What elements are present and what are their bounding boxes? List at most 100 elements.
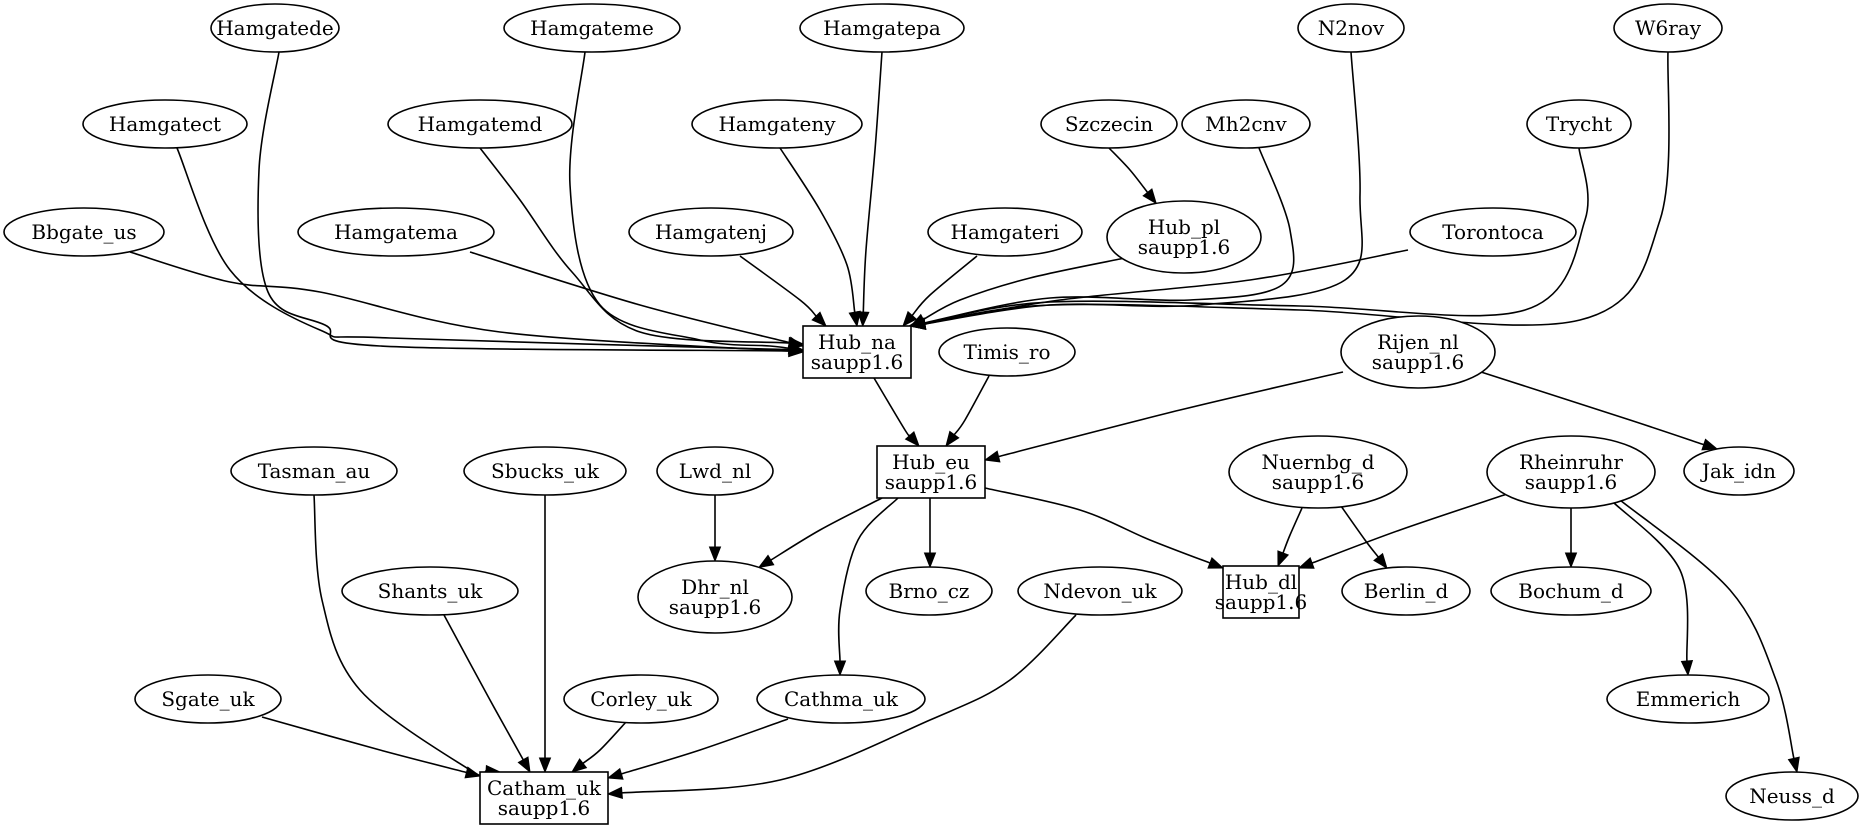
edge-hub_na-to-hub_eu — [873, 377, 920, 448]
edge-hamgatenj-to-hub_na — [739, 255, 827, 327]
node-ellipse — [691, 99, 863, 149]
node-ellipse — [1017, 566, 1183, 616]
node-hamgatema: Hamgatema — [297, 207, 495, 257]
edge-hamgatede-to-hub_na — [257, 51, 805, 358]
node-ellipse — [3, 207, 165, 257]
edge-line — [1619, 499, 1795, 759]
edge-line — [837, 497, 899, 662]
node-label: Ndevon_uk — [1043, 579, 1157, 603]
node-label: Berlin_d — [1364, 579, 1449, 603]
node-ellipse — [1526, 99, 1632, 149]
arrowhead-icon — [904, 430, 920, 448]
node-label: Hub_eu — [892, 450, 970, 474]
node-ellipse — [1490, 566, 1652, 616]
node-label: Dhr_nl — [681, 575, 749, 599]
node-hamgatect: Hamgatect — [82, 99, 248, 149]
edge-szczecin-to-hub_pl — [1108, 147, 1158, 205]
node-label: Emmerich — [1636, 687, 1741, 711]
node-trycht: Trycht — [1526, 99, 1632, 149]
edge-line — [953, 375, 990, 436]
node-label: Trycht — [1546, 112, 1612, 136]
node-hamgatemd: Hamgatemd — [387, 99, 573, 149]
node-ellipse — [1606, 674, 1770, 724]
edge-line — [1480, 371, 1704, 446]
node-label: saupp1.6 — [1215, 590, 1307, 614]
node-label: Hamgateme — [530, 16, 654, 40]
node-label: Bochum_d — [1518, 579, 1624, 603]
node-box — [479, 771, 609, 825]
node-ellipse — [503, 3, 681, 53]
edge-line — [479, 147, 790, 344]
node-label: Brno_cz — [889, 579, 970, 603]
node-box — [1222, 565, 1300, 619]
node-corley_uk: Corley_uk — [563, 674, 719, 724]
arrowhead-icon — [923, 552, 937, 569]
edge-w6ray-to-hub_na — [909, 51, 1670, 330]
arrowhead-icon — [1564, 552, 1578, 569]
node-ellipse — [656, 446, 774, 496]
node-ellipse — [82, 99, 248, 149]
node-hamgatenj: Hamgatenj — [628, 207, 794, 257]
edge-hamgatema-to-hub_na — [469, 251, 805, 349]
edge-rheinruhr-to-bochum_d — [1564, 507, 1578, 569]
arrowhead-icon — [708, 546, 722, 563]
node-label: Hamgatenj — [655, 220, 767, 244]
node-sgate_uk: Sgate_uk — [134, 674, 282, 724]
arrowhead-icon — [606, 767, 624, 780]
edge-lwd_nl-to-dhr_nl — [708, 495, 722, 563]
edge-line — [1282, 507, 1303, 554]
node-ellipse — [1181, 99, 1311, 149]
arrowhead-icon — [945, 430, 960, 448]
node-label: Hub_na — [818, 330, 896, 354]
edge-timis_ro-to-hub_eu — [945, 375, 990, 448]
node-box — [802, 325, 912, 379]
node-label: Tasman_au — [258, 459, 371, 483]
node-label: Hamgatepa — [823, 16, 941, 40]
node-label: W6ray — [1635, 16, 1702, 40]
edge-line — [568, 51, 790, 350]
node-ellipse — [1340, 315, 1496, 389]
edge-line — [984, 487, 1211, 564]
edge-line — [621, 614, 1077, 794]
edge-hamgateme-to-hub_na — [568, 51, 805, 355]
edge-line — [443, 614, 524, 761]
edge-line — [176, 147, 790, 351]
arrowhead-icon — [517, 756, 531, 774]
node-sbucks_uk: Sbucks_uk — [463, 446, 627, 496]
edge-line — [922, 147, 1295, 325]
node-label: Hamgatema — [334, 220, 458, 244]
edge-ndevon_uk-to-catham_uk — [606, 614, 1077, 799]
edge-shants_uk-to-catham_uk — [443, 614, 531, 774]
arrowhead-icon — [1680, 660, 1694, 677]
arrowhead-icon — [811, 311, 827, 327]
node-label: Rheinruhr — [1519, 450, 1623, 474]
node-hamgateri: Hamgateri — [927, 207, 1083, 257]
node-ellipse — [563, 674, 719, 724]
node-label: Szczecin — [1065, 112, 1153, 136]
node-ellipse — [297, 207, 495, 257]
edge-line — [257, 51, 790, 352]
node-label: Neuss_d — [1749, 784, 1835, 808]
edge-line — [922, 257, 1126, 321]
edge-line — [873, 377, 911, 437]
edge-line — [1340, 505, 1379, 558]
node-ellipse — [1297, 3, 1405, 53]
node-label: Cathma_uk — [784, 687, 899, 711]
arrowhead-icon — [1207, 557, 1225, 569]
edge-line — [1108, 147, 1149, 193]
node-label: saupp1.6 — [1272, 470, 1364, 494]
node-emmerich: Emmerich — [1606, 674, 1770, 724]
arrowhead-icon — [909, 317, 927, 330]
node-hamgatede: Hamgatede — [210, 3, 340, 53]
node-label: Timis_ro — [964, 340, 1051, 364]
arrowhead-icon — [1701, 438, 1719, 451]
node-box — [876, 445, 986, 499]
edge-line — [621, 718, 789, 775]
node-label: Hamgatect — [109, 112, 221, 136]
node-label: Rijen_nl — [1377, 330, 1459, 354]
node-label: Catham_uk — [487, 776, 602, 800]
arrowhead-icon — [833, 660, 847, 677]
